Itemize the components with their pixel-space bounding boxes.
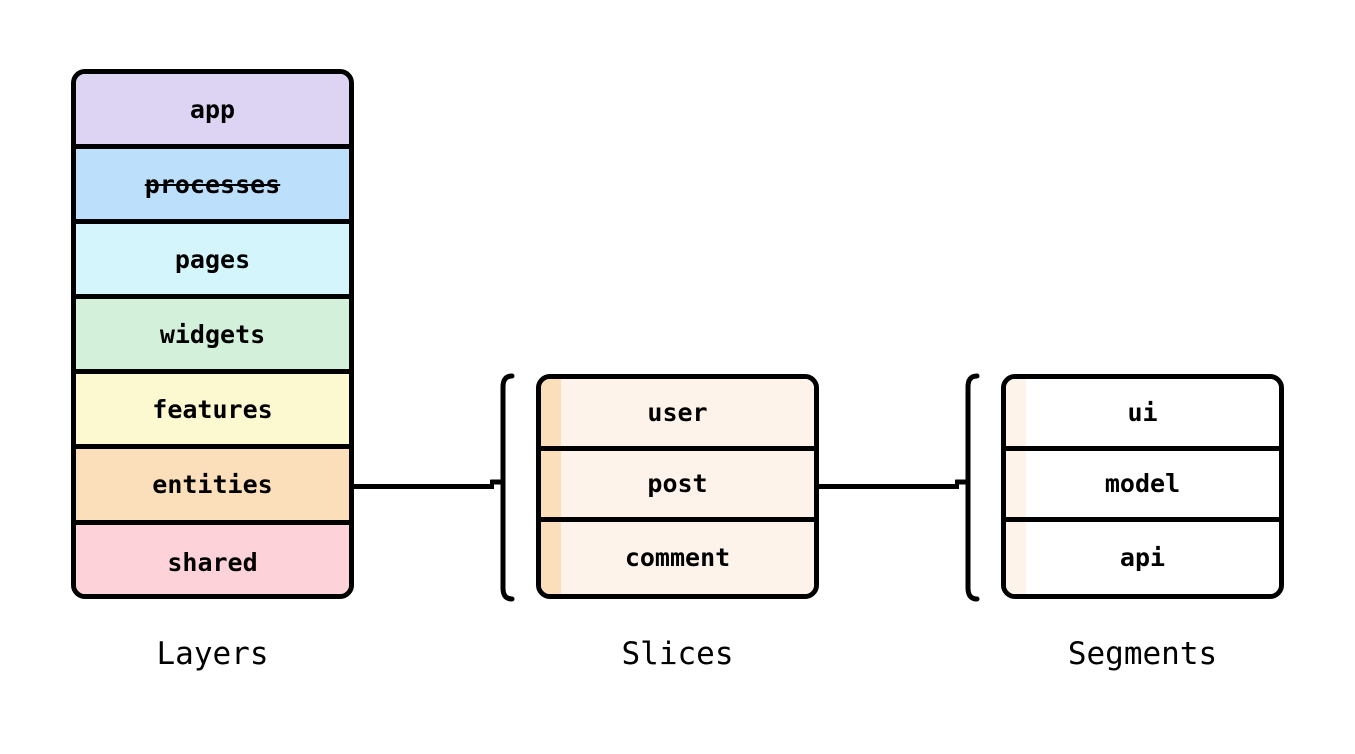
- bracket-slices-icon: [488, 370, 520, 605]
- layer-label-widgets: widgets: [159, 319, 266, 349]
- segment-row-ui[interactable]: ui: [1006, 379, 1279, 451]
- slice-label-user: user: [647, 397, 708, 427]
- slice-accent-stripe: [541, 379, 561, 446]
- slice-label-post: post: [647, 469, 708, 499]
- caption-layers: Layers: [156, 636, 269, 672]
- segment-label-model: model: [1104, 469, 1181, 499]
- connector-slices-to-segments: [819, 484, 959, 489]
- segment-label-api: api: [1119, 543, 1166, 573]
- slice-row-comment[interactable]: comment: [541, 522, 814, 594]
- caption-slices: Slices: [621, 636, 734, 672]
- segments-stack: ui model api: [1001, 374, 1284, 599]
- layer-row-processes[interactable]: processes: [76, 149, 349, 225]
- slice-row-user[interactable]: user: [541, 379, 814, 451]
- segment-row-model[interactable]: model: [1006, 450, 1279, 523]
- slice-row-post[interactable]: post: [541, 450, 814, 523]
- layer-row-entities[interactable]: entities: [76, 449, 349, 525]
- layer-row-pages[interactable]: pages: [76, 224, 349, 300]
- layer-row-features[interactable]: features: [76, 374, 349, 450]
- connector-layers-to-slices: [354, 484, 494, 489]
- layer-label-app: app: [189, 94, 236, 124]
- layers-stack: app processes pages widgets features ent…: [71, 69, 354, 599]
- layer-label-shared: shared: [167, 547, 258, 577]
- segment-accent-stripe: [1006, 522, 1026, 594]
- layer-row-widgets[interactable]: widgets: [76, 299, 349, 375]
- slice-label-comment: comment: [624, 543, 731, 573]
- caption-segments: Segments: [1067, 636, 1218, 672]
- segment-row-api[interactable]: api: [1006, 522, 1279, 594]
- segment-accent-stripe: [1006, 450, 1026, 518]
- slice-accent-stripe: [541, 450, 561, 518]
- layer-label-processes: processes: [144, 169, 281, 199]
- bracket-segments-icon: [953, 370, 985, 605]
- layer-row-app[interactable]: app: [76, 74, 349, 150]
- layer-label-entities: entities: [152, 470, 273, 500]
- slices-stack: user post comment: [536, 374, 819, 599]
- segment-accent-stripe: [1006, 379, 1026, 446]
- slice-accent-stripe: [541, 522, 561, 594]
- layer-label-features: features: [152, 394, 273, 424]
- layer-label-pages: pages: [174, 244, 251, 274]
- segment-label-ui: ui: [1127, 397, 1158, 427]
- layer-row-shared[interactable]: shared: [76, 524, 349, 594]
